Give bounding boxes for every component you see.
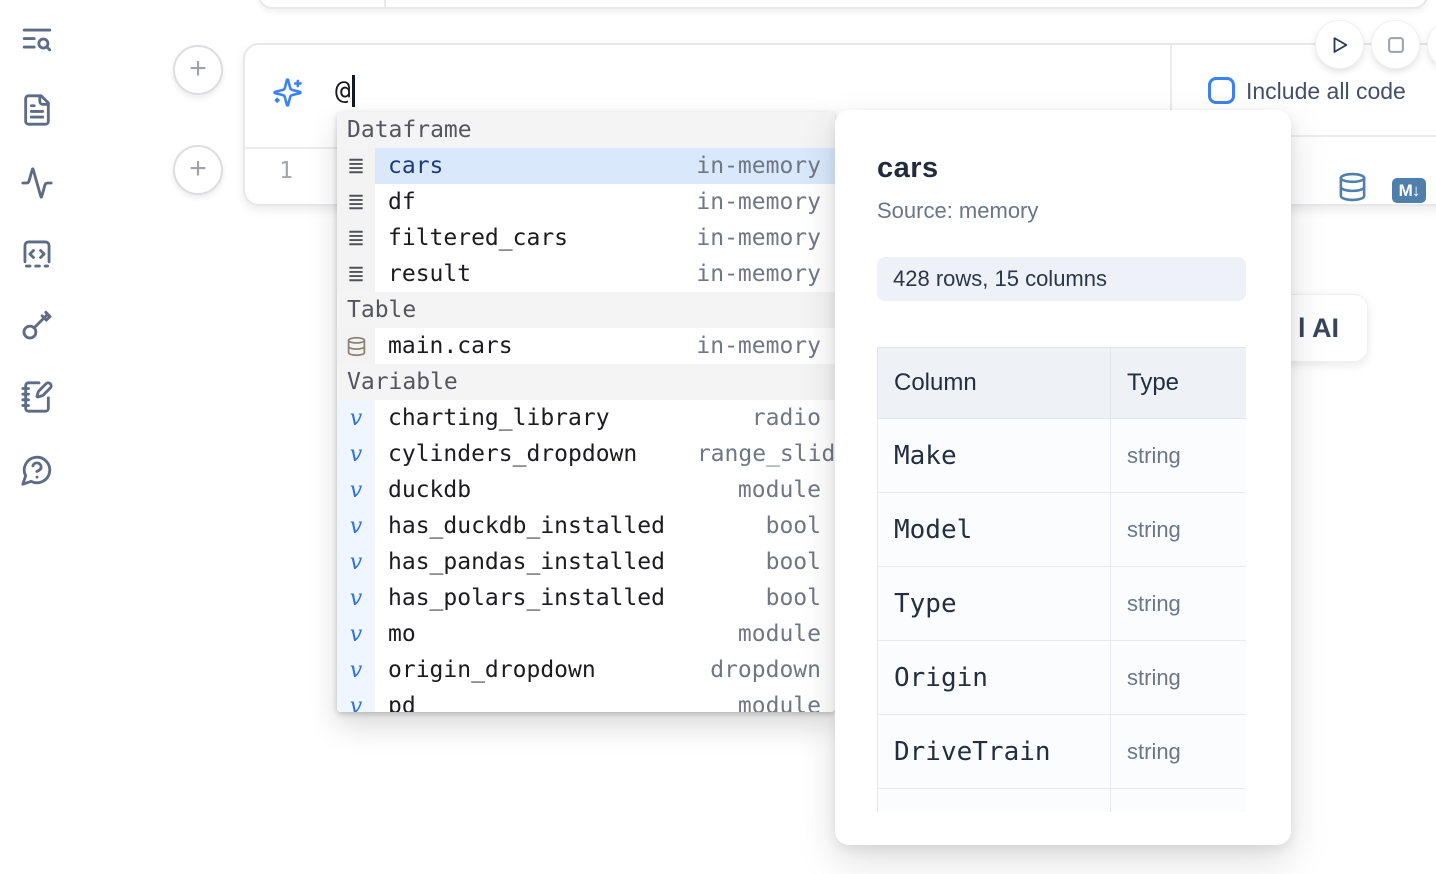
schema-header-column: Column xyxy=(877,347,1111,419)
add-cell-above-button[interactable]: + xyxy=(173,45,223,95)
autocomplete-item-pd[interactable]: v pd module xyxy=(337,688,835,712)
list-search-icon xyxy=(22,28,52,52)
autocomplete-item-has-polars-installed[interactable]: v has_polars_installed bool xyxy=(337,580,835,616)
run-cell-button[interactable] xyxy=(1316,21,1363,68)
datasource-button[interactable] xyxy=(1337,170,1368,209)
preview-source: Source: memory xyxy=(877,198,1039,223)
table-database-icon xyxy=(337,328,375,364)
autocomplete-item-has-pandas-installed[interactable]: v has_pandas_installed bool xyxy=(337,544,835,580)
autocomplete-item-main-cars[interactable]: main.cars in-memory xyxy=(337,328,835,364)
header-vertical-divider xyxy=(1170,45,1172,137)
dataframe-rows-icon xyxy=(337,184,375,220)
notebook-pen-icon xyxy=(21,381,53,413)
ai-button-label: l AI xyxy=(1297,312,1339,343)
autocomplete-item-result[interactable]: result in-memory xyxy=(337,256,835,292)
key-icon xyxy=(22,310,52,340)
schema-table-container: Column Type Make string Model string Typ… xyxy=(877,347,1246,812)
dataframe-rows-icon xyxy=(337,148,375,184)
more-actions-button[interactable] xyxy=(1428,21,1436,68)
scratchpad-icon[interactable] xyxy=(16,376,58,418)
preview-title: cars xyxy=(877,152,939,184)
section-header-dataframe: Dataframe xyxy=(337,112,835,148)
left-sidebar xyxy=(0,0,72,874)
variable-icon: v xyxy=(337,616,375,652)
secrets-icon[interactable] xyxy=(16,304,58,346)
code-square-dashed-icon xyxy=(23,240,51,268)
ai-prompt-input[interactable]: @ xyxy=(335,75,355,107)
markdown-toggle-button[interactable]: M↓ xyxy=(1392,178,1426,203)
autocomplete-item-cylinders-dropdown[interactable]: v cylinders_dropdown range_slider xyxy=(337,436,835,472)
file-text-icon xyxy=(24,94,50,126)
ai-prompt-value: @ xyxy=(335,76,351,106)
variable-icon: v xyxy=(337,472,375,508)
schema-row-type: Type string xyxy=(877,566,1246,641)
add-cell-below-button[interactable]: + xyxy=(173,145,223,195)
schema-row-origin: Origin string xyxy=(877,640,1246,715)
file-explorer-search-icon[interactable] xyxy=(16,19,58,61)
stop-cell-button[interactable] xyxy=(1372,21,1419,68)
schema-row-partial xyxy=(877,788,1246,812)
autocomplete-item-duckdb[interactable]: v duckdb module xyxy=(337,472,835,508)
variable-icon: v xyxy=(337,580,375,616)
schema-row-make: Make string xyxy=(877,418,1246,493)
autocomplete-item-filtered-cars[interactable]: filtered_cars in-memory xyxy=(337,220,835,256)
documentation-icon[interactable] xyxy=(16,89,58,131)
include-all-code-checkbox[interactable] xyxy=(1208,77,1235,104)
variable-icon: v xyxy=(337,508,375,544)
text-cursor xyxy=(351,75,355,107)
section-header-table: Table xyxy=(337,292,835,328)
autocomplete-item-cars[interactable]: cars in-memory xyxy=(337,148,835,184)
dataframe-preview-popup: cars Source: memory 428 rows, 15 columns… xyxy=(835,110,1291,845)
schema-table: Column Type Make string Model string Typ… xyxy=(877,347,1246,812)
section-header-variable: Variable xyxy=(337,364,835,400)
variable-icon: v xyxy=(337,544,375,580)
autocomplete-item-charting-library[interactable]: v charting_library radio xyxy=(337,400,835,436)
autocomplete-item-origin-dropdown[interactable]: v origin_dropdown dropdown xyxy=(337,652,835,688)
dataframe-rows-icon xyxy=(337,220,375,256)
activity-icon xyxy=(21,167,53,199)
preview-shape-badge: 428 rows, 15 columns xyxy=(877,257,1246,301)
schema-row-drivetrain: DriveTrain string xyxy=(877,714,1246,789)
stop-square-icon xyxy=(1387,36,1404,53)
autocomplete-dropdown: Dataframe cars in-memory df in-memory fi… xyxy=(337,112,835,712)
variable-icon: v xyxy=(337,652,375,688)
autocomplete-item-df[interactable]: df in-memory xyxy=(337,184,835,220)
editor-line-number: 1 xyxy=(279,158,293,184)
variables-activity-icon[interactable] xyxy=(16,162,58,204)
schema-header-type: Type xyxy=(1110,347,1246,419)
database-icon xyxy=(1339,172,1366,202)
checkbox-row-divider xyxy=(1170,135,1436,137)
play-icon xyxy=(1333,36,1347,53)
ai-sparkles-icon xyxy=(273,78,302,107)
schema-header-row: Column Type xyxy=(877,347,1246,419)
autocomplete-item-has-duckdb-installed[interactable]: v has_duckdb_installed bool xyxy=(337,508,835,544)
previous-cell-divider xyxy=(384,0,386,7)
schema-row-model: Model string xyxy=(877,492,1246,567)
variable-icon: v xyxy=(337,436,375,472)
previous-cell-fragment xyxy=(258,0,1428,9)
dataframe-rows-icon xyxy=(337,256,375,292)
autocomplete-item-mo[interactable]: v mo module xyxy=(337,616,835,652)
variable-icon: v xyxy=(337,400,375,436)
include-all-code-label: Include all code xyxy=(1246,78,1406,104)
help-chat-icon xyxy=(21,455,52,486)
variable-icon: v xyxy=(337,688,375,712)
snippets-icon[interactable] xyxy=(16,233,58,275)
help-icon[interactable] xyxy=(16,449,58,491)
